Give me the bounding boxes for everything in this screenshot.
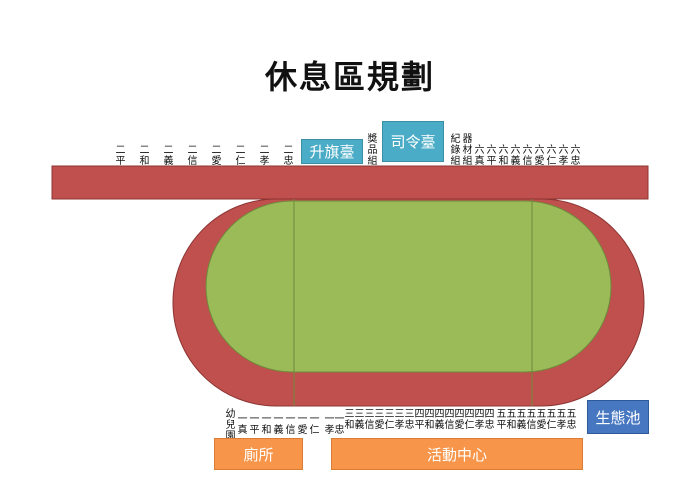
class-label: 五仁 bbox=[546, 409, 557, 431]
class-label: 五平 bbox=[496, 409, 507, 431]
class-label: 五孝 bbox=[556, 409, 567, 431]
class-label: 五忠 bbox=[566, 409, 577, 431]
activity-center-box: 活動中心 bbox=[331, 438, 583, 470]
field-inner bbox=[205, 200, 612, 373]
class-label: 一愛 bbox=[297, 414, 308, 436]
class-label: 二愛 bbox=[211, 145, 222, 167]
class-label: 二忠 bbox=[283, 145, 294, 167]
class-label: 四仁 bbox=[464, 409, 475, 431]
equipment-group-label: 器材組 bbox=[462, 134, 473, 167]
track-top-band bbox=[51, 165, 649, 200]
page-title: 休息區規劃 bbox=[264, 58, 435, 96]
class-label: 一和 bbox=[261, 414, 272, 436]
class-label: 三義 bbox=[354, 409, 365, 431]
class-label: 六平 bbox=[486, 145, 497, 167]
class-label: 五和 bbox=[506, 409, 517, 431]
class-label: 一真 bbox=[237, 414, 248, 436]
class-label: 四平 bbox=[414, 409, 425, 431]
class-label: 一義 bbox=[273, 414, 284, 436]
class-label: 三信 bbox=[364, 409, 375, 431]
class-label: 一孝 bbox=[324, 414, 335, 436]
class-label: 四孝 bbox=[474, 409, 485, 431]
record-group-label: 紀錄組 bbox=[450, 134, 461, 167]
class-label: 一忠 bbox=[334, 414, 345, 436]
class-label: 三孝 bbox=[394, 409, 405, 431]
class-label: 四愛 bbox=[454, 409, 465, 431]
class-label: 二信 bbox=[187, 145, 198, 167]
flag-stage-box: 升旗臺 bbox=[301, 139, 363, 164]
class-label: 六孝 bbox=[558, 145, 569, 167]
class-label: 四信 bbox=[444, 409, 455, 431]
class-label: 三愛 bbox=[374, 409, 385, 431]
class-label: 三和 bbox=[344, 409, 355, 431]
kindergarten-label: 幼兒園 bbox=[225, 409, 236, 442]
class-label: 二平 bbox=[115, 145, 126, 167]
class-label: 一平 bbox=[249, 414, 260, 436]
class-label: 六仁 bbox=[546, 145, 557, 167]
class-label: 六真 bbox=[474, 145, 485, 167]
class-label: 四忠 bbox=[484, 409, 495, 431]
class-label: 五愛 bbox=[536, 409, 547, 431]
class-label: 五義 bbox=[516, 409, 527, 431]
class-label: 二和 bbox=[139, 145, 150, 167]
class-label: 六和 bbox=[498, 145, 509, 167]
toilet-box: 廁所 bbox=[214, 438, 303, 470]
class-label: 二孝 bbox=[259, 145, 270, 167]
class-label: 六愛 bbox=[534, 145, 545, 167]
class-label: 六忠 bbox=[570, 145, 581, 167]
class-label: 六信 bbox=[522, 145, 533, 167]
class-label: 五信 bbox=[526, 409, 537, 431]
ecology-pond-box: 生態池 bbox=[587, 400, 649, 434]
class-label: 三仁 bbox=[384, 409, 395, 431]
class-label: 二仁 bbox=[235, 145, 246, 167]
class-label: 六義 bbox=[510, 145, 521, 167]
class-label: 三忠 bbox=[404, 409, 415, 431]
class-label: 四和 bbox=[424, 409, 435, 431]
prize-group-label: 獎品組 bbox=[367, 134, 378, 167]
class-label: 一信 bbox=[285, 414, 296, 436]
class-label: 二義 bbox=[163, 145, 174, 167]
podium-box: 司令臺 bbox=[382, 121, 444, 162]
class-label: 四義 bbox=[434, 409, 445, 431]
class-label: 一仁 bbox=[309, 414, 320, 436]
